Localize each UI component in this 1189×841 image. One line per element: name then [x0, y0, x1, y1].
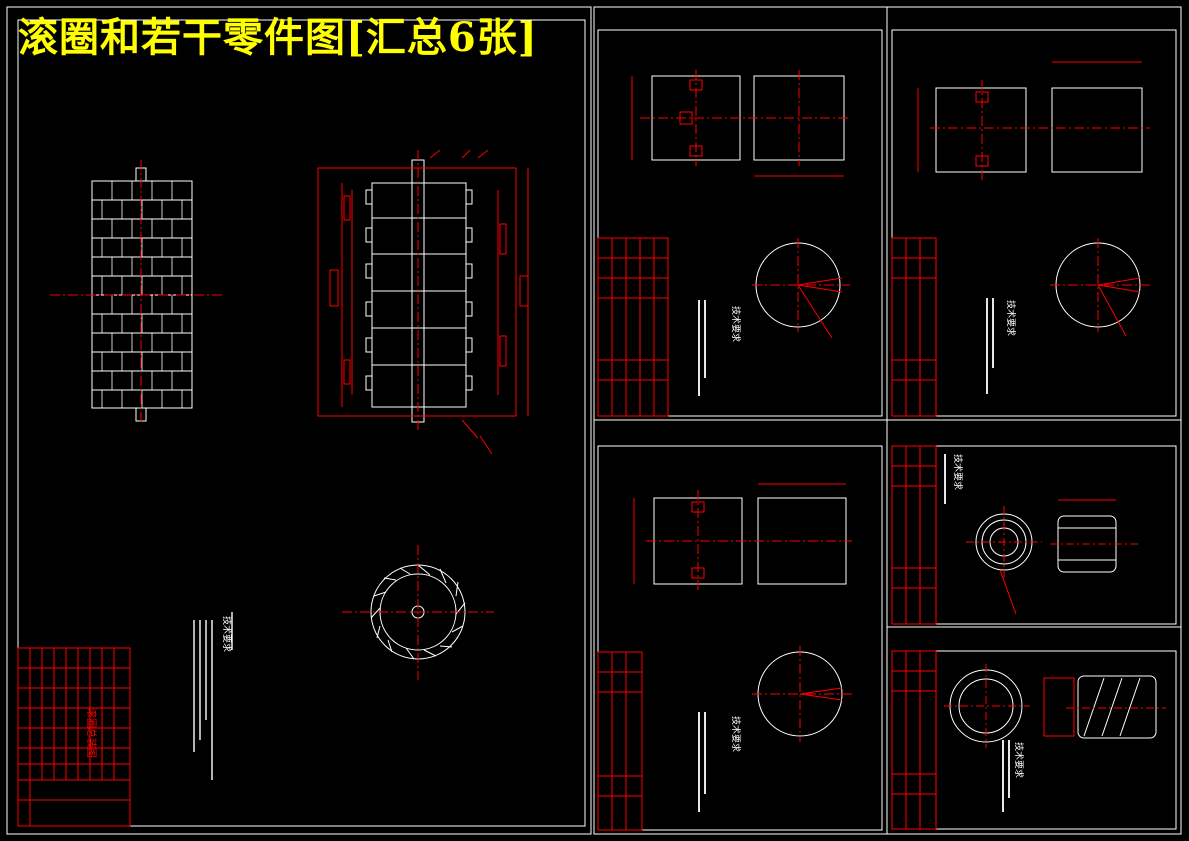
part2-front-view — [917, 61, 1150, 180]
main-tech-notes — [193, 612, 233, 780]
sheet-part-3[interactable] — [597, 445, 883, 831]
main-notes-heading: 技术要求 — [221, 616, 233, 652]
part1-title-block — [597, 237, 669, 417]
roller-end-view — [342, 545, 494, 680]
part3-circle-view — [752, 646, 852, 742]
assembly-section-view — [317, 149, 529, 455]
part4-title-block — [891, 445, 937, 625]
page-title: 滚圈和若干零件图[汇总6张] — [18, 14, 538, 61]
part3-front-view — [633, 483, 852, 590]
part5-views — [944, 664, 1166, 748]
sheet-notes: 技术要求 技术要求 技术要求 技术要求 技术要求 技术要求 — [221, 300, 1025, 778]
part5-title-block — [891, 650, 937, 830]
part1-front-view — [631, 70, 850, 177]
part4-views — [966, 499, 1140, 615]
part5-notes-heading: 技术要求 — [1013, 742, 1025, 778]
sheet-part-1[interactable] — [597, 29, 883, 417]
part2-title-block — [891, 237, 937, 417]
part1-circle-view — [752, 238, 850, 339]
part1-notes-heading: 技术要求 — [730, 306, 742, 342]
main-title-block-label: 滚圈总装图 — [85, 708, 98, 758]
part2-circle-view — [1050, 238, 1150, 337]
sheet-part-2[interactable] — [891, 29, 1177, 417]
part3-title-block — [597, 651, 643, 831]
roller-elevation-view — [50, 160, 222, 425]
main-title-block — [17, 647, 131, 827]
part2-notes-heading: 技术要求 — [1005, 300, 1017, 336]
part4-notes-heading: 技术要求 — [952, 454, 964, 490]
sheet-main-assembly[interactable] — [17, 19, 586, 827]
part3-notes-heading: 技术要求 — [730, 716, 742, 752]
